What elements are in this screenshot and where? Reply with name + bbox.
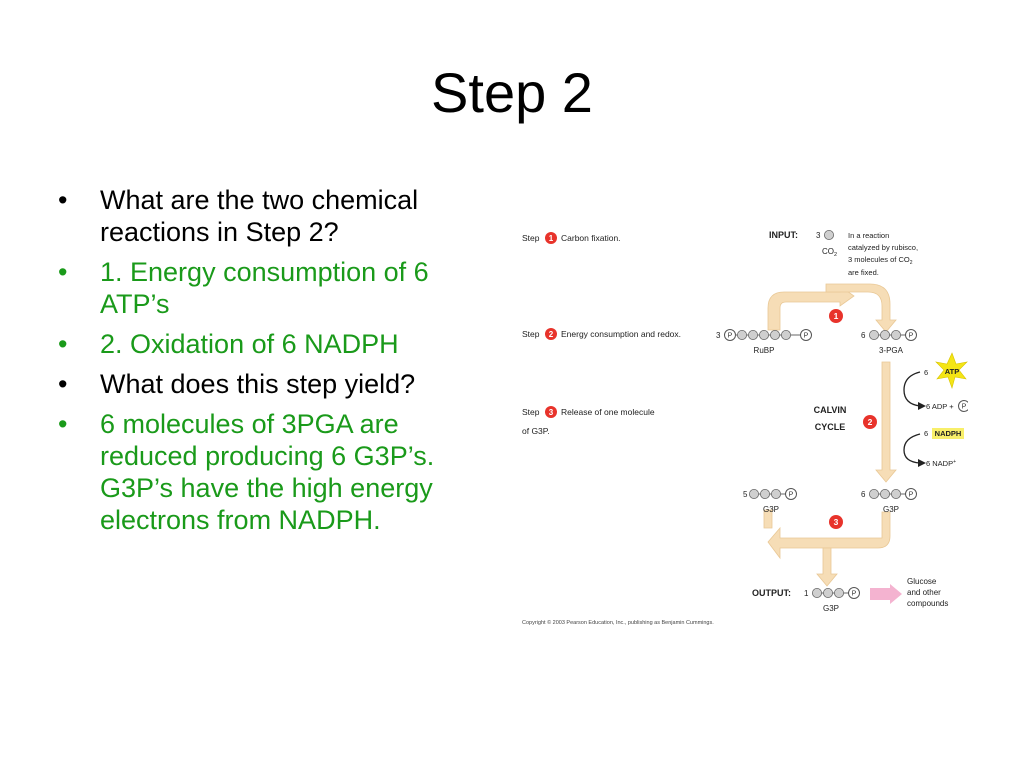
svg-text:are fixed.: are fixed. — [848, 268, 879, 277]
svg-text:6: 6 — [924, 368, 928, 377]
svg-text:6 ADP +: 6 ADP + — [926, 402, 954, 411]
bullet-answer-nadph: • 2. Oxidation of 6 NADPH — [58, 328, 498, 360]
svg-text:5: 5 — [743, 490, 748, 499]
atp-star-icon — [935, 352, 968, 389]
svg-text:RuBP: RuBP — [754, 346, 775, 355]
slide-title: Step 2 — [431, 61, 593, 124]
output-products: Glucose and other compounds — [907, 577, 948, 608]
svg-text:2: 2 — [549, 330, 554, 339]
calvin-cycle-label: CALVIN CYCLE — [814, 405, 847, 432]
output-arrow — [870, 584, 902, 604]
svg-text:3: 3 — [834, 517, 839, 527]
step-2-label: Step 2 Energy consumption and redox. — [522, 328, 681, 340]
cycle-step-3-marker: 3 — [829, 515, 843, 529]
svg-text:1: 1 — [834, 311, 839, 321]
atp-input: 6 ATP — [903, 352, 968, 410]
svg-text:G3P: G3P — [823, 604, 839, 613]
svg-text:ATP: ATP — [945, 367, 959, 376]
step-1-badge — [545, 232, 557, 244]
bullet-text: 1. Energy consumption of 6 ATP’s — [100, 257, 429, 319]
svg-text:6: 6 — [861, 331, 866, 340]
arrow-right-down — [875, 361, 897, 483]
bullet-answer-atp: • 1. Energy consumption of 6 ATP’s — [58, 256, 498, 320]
arrow-bottom — [767, 511, 891, 560]
bullet-text: What are the two chemical reactions in S… — [100, 185, 419, 247]
svg-text:1: 1 — [549, 234, 554, 243]
adp-output: 6 ADP + — [926, 400, 968, 412]
svg-text:INPUT:: INPUT: — [769, 230, 798, 240]
nadp-output: 6 NADP+ — [926, 459, 956, 468]
svg-text:compounds: compounds — [907, 599, 948, 608]
bullet-dot: • — [58, 329, 68, 359]
svg-text:CO2: CO2 — [822, 247, 837, 258]
nadph-highlight — [932, 428, 964, 439]
output-g3p: OUTPUT: 1 G3P — [752, 587, 860, 613]
svg-text:Carbon fixation.: Carbon fixation. — [561, 233, 621, 243]
arrow-output-down — [816, 547, 838, 587]
calvin-cycle-diagram: P Step 1 Carbon fixation. Step 2 Energy … — [522, 229, 968, 626]
svg-text:3: 3 — [816, 231, 821, 240]
input-co2: INPUT: 3 CO2 In a reaction catalyzed by … — [769, 229, 918, 277]
svg-text:Step: Step — [522, 233, 540, 243]
svg-text:6 NADP+: 6 NADP+ — [926, 459, 956, 468]
svg-text:NADPH: NADPH — [935, 429, 962, 438]
bullet-text: 6 molecules of 3PGA are reduced producin… — [100, 409, 435, 535]
cycle-step-2-marker: 2 — [863, 415, 877, 429]
atp-curved-arrow — [903, 371, 921, 407]
step-3-badge — [545, 406, 557, 418]
svg-text:Energy consumption and redox.: Energy consumption and redox. — [561, 329, 681, 339]
nadph-input: 6 NADPH — [903, 428, 964, 467]
svg-text:G3P: G3P — [763, 505, 779, 514]
svg-text:Step: Step — [522, 329, 540, 339]
bullet-answer-yield: • 6 molecules of 3PGA are reduced produc… — [58, 408, 498, 536]
bullet-question-1: • What are the two chemical reactions in… — [58, 184, 498, 248]
svg-text:6: 6 — [861, 490, 866, 499]
svg-text:1: 1 — [804, 589, 809, 598]
svg-text:CALVIN: CALVIN — [814, 405, 847, 415]
svg-text:3-PGA: 3-PGA — [879, 346, 904, 355]
nadph-curved-arrow — [903, 433, 921, 464]
svg-text:2: 2 — [868, 417, 873, 427]
svg-text:of G3P.: of G3P. — [522, 426, 550, 436]
svg-text:Glucose: Glucose — [907, 577, 937, 586]
svg-text:Step: Step — [522, 407, 540, 417]
cycle-step-1-marker: 1 — [829, 309, 843, 323]
svg-text:OUTPUT:: OUTPUT: — [752, 588, 791, 598]
svg-text:3 molecules of CO2: 3 molecules of CO2 — [848, 255, 913, 266]
svg-text:catalyzed by rubisco,: catalyzed by rubisco, — [848, 243, 918, 252]
bullet-dot: • — [58, 369, 68, 399]
svg-text:and other: and other — [907, 588, 941, 597]
svg-text:In a reaction: In a reaction — [848, 231, 889, 240]
step-1-label: Step 1 Carbon fixation. — [522, 232, 621, 244]
step-3-label: Step 3 Release of one molecule of G3P. — [522, 406, 655, 436]
bullet-text: 2. Oxidation of 6 NADPH — [100, 329, 399, 359]
bullet-list: • What are the two chemical reactions in… — [58, 184, 498, 544]
svg-text:CYCLE: CYCLE — [815, 422, 846, 432]
arrow-top-right — [825, 283, 897, 333]
rubp-molecule: 3 RuBP — [716, 329, 812, 355]
svg-text:3: 3 — [716, 331, 721, 340]
bullet-dot: • — [58, 409, 68, 439]
bullet-dot: • — [58, 257, 68, 287]
copyright-note: Copyright © 2003 Pearson Education, Inc.… — [522, 619, 714, 626]
step-2-badge — [545, 328, 557, 340]
bullet-text: What does this step yield? — [100, 369, 416, 399]
g3p-recycled: 5 G3P — [743, 488, 797, 514]
cycle-arrows — [763, 283, 897, 587]
arrow-left-connector — [763, 509, 773, 529]
bullet-question-2: • What does this step yield? — [58, 368, 498, 400]
svg-text:G3P: G3P — [883, 505, 899, 514]
svg-text:Release of one molecule: Release of one molecule — [561, 407, 655, 417]
g3p-produced: 6 G3P — [861, 488, 917, 514]
svg-text:3: 3 — [549, 408, 554, 417]
pga-molecule: 6 3-PGA — [861, 329, 917, 355]
arrow-top-left — [767, 285, 855, 331]
svg-text:6: 6 — [924, 429, 928, 438]
bullet-dot: • — [58, 185, 68, 215]
